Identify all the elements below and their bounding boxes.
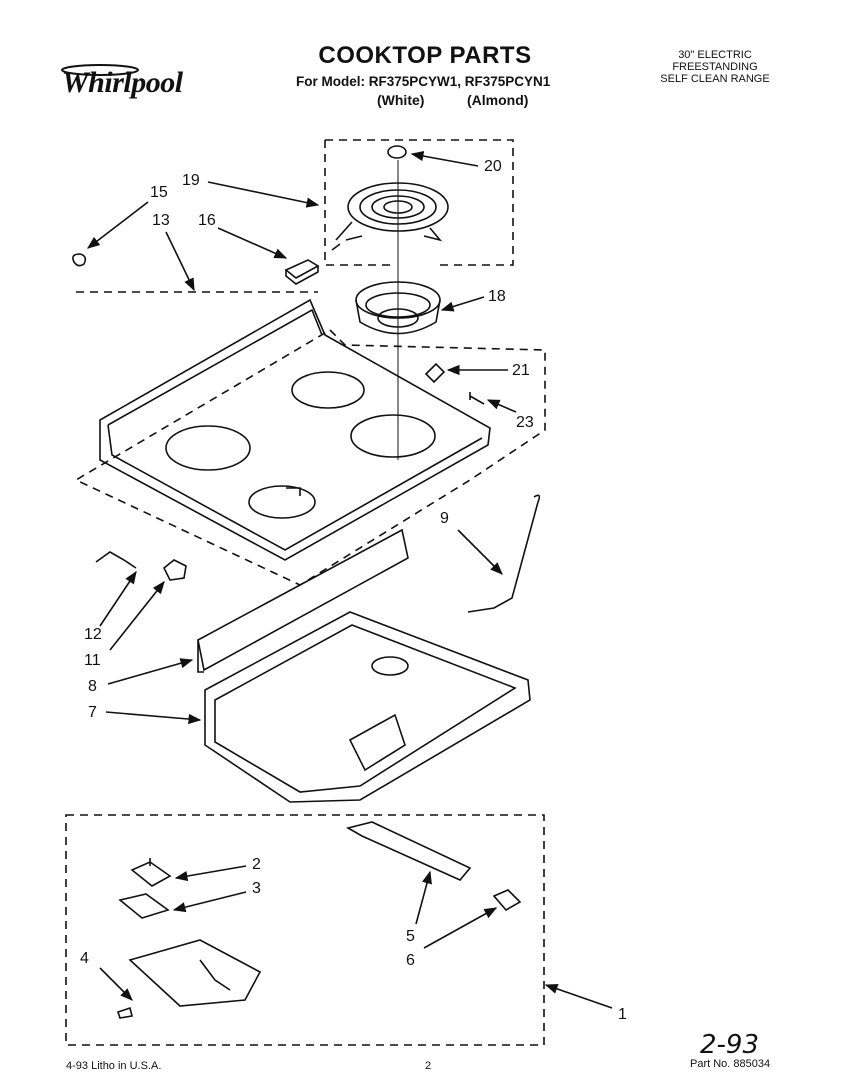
- leader-9: [457, 529, 503, 575]
- bracket: [424, 362, 446, 384]
- control-board: [128, 939, 262, 1007]
- sensor-bracket: [345, 821, 472, 881]
- leader-19: [207, 181, 320, 208]
- callout-7: 7: [88, 704, 97, 721]
- leader-23: [486, 399, 517, 413]
- leader-11: [109, 580, 165, 651]
- limit-switch: [130, 858, 172, 887]
- leader-15: [86, 201, 149, 249]
- spec-line-3: SELF CLEAN RANGE: [660, 73, 770, 85]
- leader-8: [107, 658, 194, 685]
- element-cap: [387, 145, 407, 159]
- leader-6: [423, 907, 498, 949]
- callout-20: 20: [484, 158, 502, 175]
- callout-5: 5: [406, 928, 415, 945]
- terminal-block: [284, 259, 320, 285]
- whirlpool-logo: Whirlpool: [62, 66, 183, 99]
- page-title: COOKTOP PARTS: [318, 42, 532, 69]
- callout-21: 21: [512, 362, 530, 379]
- leader-13: [165, 231, 195, 292]
- callout-12: 12: [84, 626, 102, 643]
- leader-2: [174, 865, 247, 882]
- spec-line-2: FREESTANDING: [672, 61, 758, 73]
- leader-20: [410, 151, 479, 167]
- clip: [72, 253, 87, 267]
- connector-block: [492, 889, 522, 912]
- callout-6: 6: [406, 952, 415, 969]
- callout-19: 19: [182, 172, 200, 189]
- leader-16: [217, 227, 288, 259]
- part-number: Part No. 885034: [690, 1058, 771, 1070]
- callout-11: 11: [84, 652, 101, 669]
- leader-4: [99, 967, 133, 1001]
- element-group-dashed-box: [324, 139, 514, 266]
- finish-almond-label: (Almond): [467, 92, 529, 108]
- handwritten-date: 2-93: [700, 1030, 760, 1060]
- leader-3: [172, 891, 247, 913]
- range-spec: 30" ELECTRIC FREESTANDING SELF CLEAN RAN…: [640, 49, 790, 85]
- wire-connector: [95, 551, 137, 569]
- callout-23: 23: [516, 414, 534, 431]
- control-kit-dashed-box: [65, 814, 545, 1046]
- litho-note: 4-93 Litho in U.S.A.: [66, 1060, 162, 1072]
- support-rod: [467, 494, 541, 613]
- callout-13: 13: [152, 212, 170, 229]
- finish-white-label: (White): [377, 92, 425, 108]
- screw: [469, 392, 485, 405]
- callout-2: 2: [252, 856, 261, 873]
- cooktop-tray: [204, 611, 531, 803]
- lamp-socket: [162, 559, 187, 581]
- logo-swoosh: [61, 64, 139, 76]
- leader-7: [105, 711, 202, 725]
- cooktop-dashed-box: [74, 291, 546, 586]
- callout-4: 4: [80, 950, 89, 967]
- callout-1: 1: [618, 1006, 627, 1023]
- page-number: 2: [425, 1060, 432, 1072]
- callout-15: 15: [150, 184, 168, 201]
- callout-9: 9: [440, 510, 449, 527]
- small-clip: [116, 1006, 133, 1019]
- insulator-plate: [118, 893, 170, 919]
- callout-16: 16: [198, 212, 216, 229]
- leader-5: [415, 870, 432, 925]
- callout-3: 3: [252, 880, 261, 897]
- leader-18: [440, 296, 485, 312]
- callout-8: 8: [88, 678, 97, 695]
- surface-element: [331, 182, 449, 251]
- front-rail: [197, 528, 409, 673]
- model-numbers: For Model: RF375PCYW1, RF375PCYN1: [296, 74, 551, 89]
- cooktop: [99, 298, 491, 561]
- callout-18: 18: [488, 288, 506, 305]
- leader-12: [99, 570, 137, 627]
- leader-1: [544, 983, 613, 1009]
- spec-line-1: 30" ELECTRIC: [678, 49, 752, 61]
